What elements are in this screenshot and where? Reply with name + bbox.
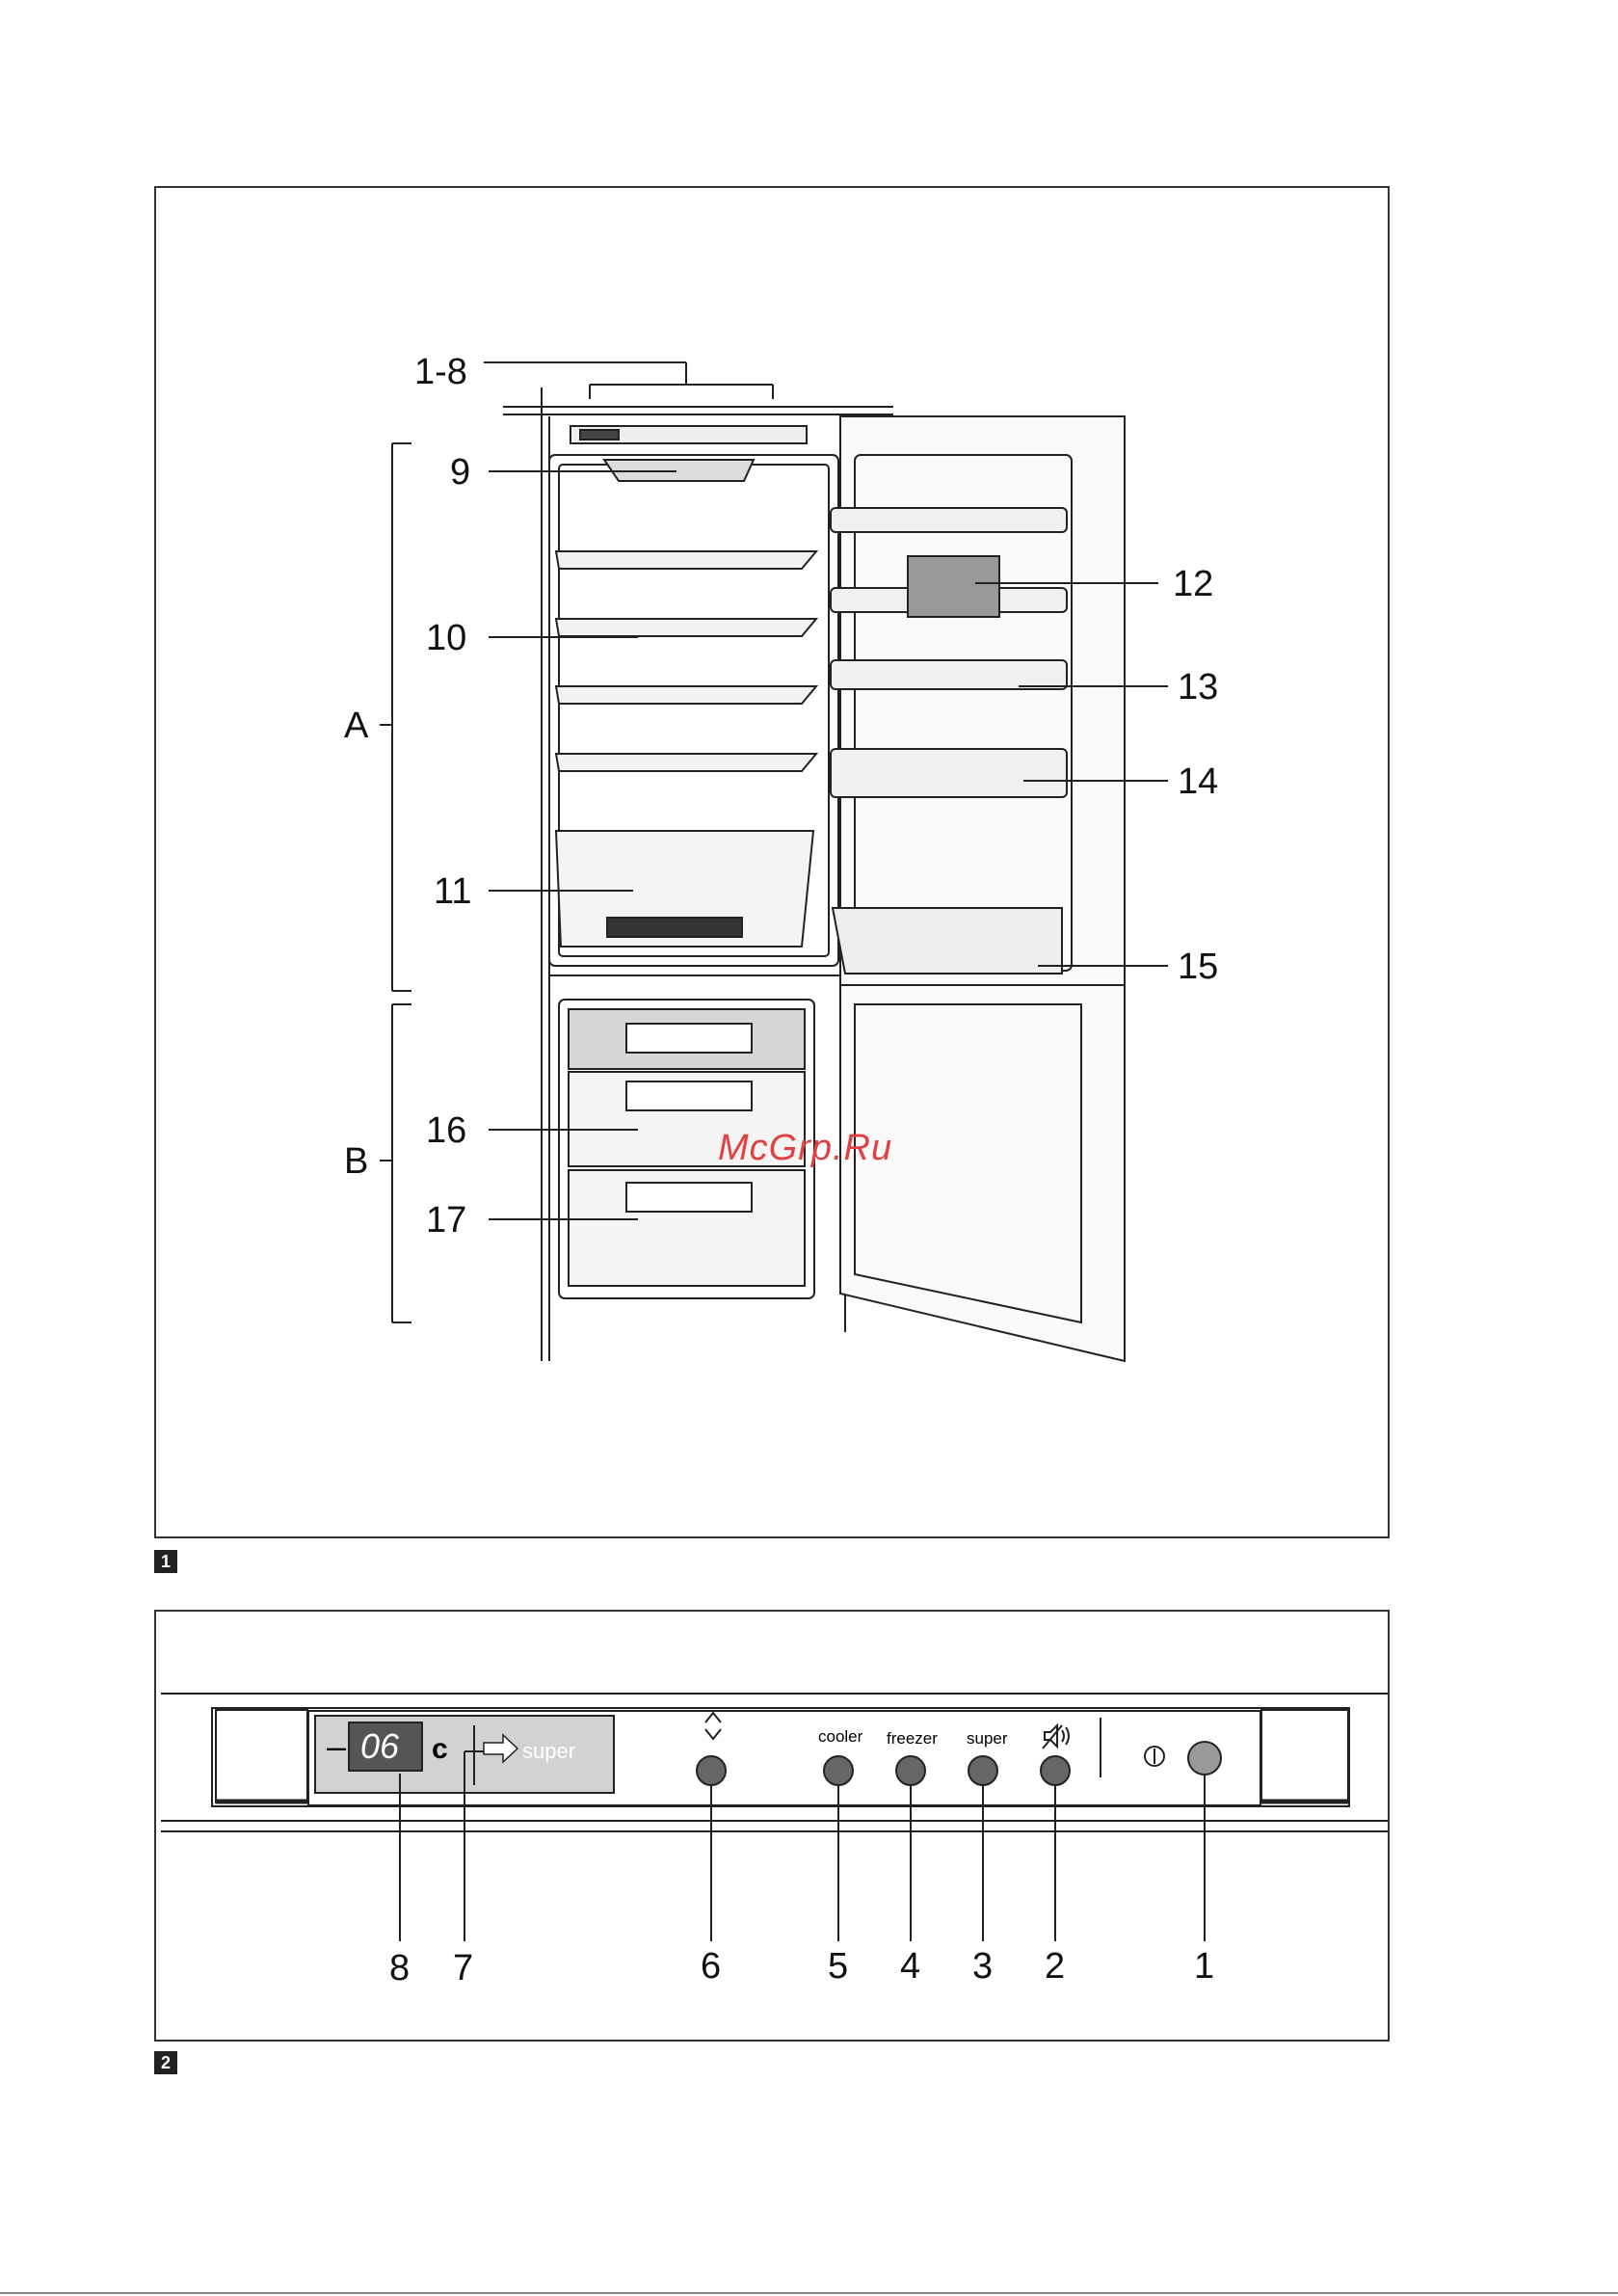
fridge-diagram: 1-8 9 10 11 12 13 14 15 16 17 A B bbox=[156, 188, 1388, 1536]
callout-17: 17 bbox=[426, 1200, 466, 1241]
display-unit: c bbox=[432, 1733, 448, 1765]
display-super-label: super bbox=[522, 1739, 575, 1763]
callout-6: 6 bbox=[701, 1946, 721, 1987]
section-B-label: B bbox=[344, 1141, 368, 1182]
callout-9: 9 bbox=[450, 452, 470, 493]
callout-1-8: 1-8 bbox=[414, 352, 467, 392]
callout-8: 8 bbox=[389, 1948, 410, 1989]
figure-1-number: 1 bbox=[154, 1550, 177, 1573]
callout-16: 16 bbox=[426, 1110, 466, 1151]
cooler-label: cooler bbox=[818, 1727, 863, 1746]
callout-1: 1 bbox=[1194, 1946, 1214, 1987]
callout-7: 7 bbox=[453, 1948, 473, 1989]
callout-3: 3 bbox=[972, 1946, 993, 1987]
callout-12: 12 bbox=[1173, 564, 1213, 604]
figure-2-number: 2 bbox=[154, 2051, 177, 2074]
callout-13: 13 bbox=[1178, 667, 1218, 707]
figure-2-frame: – 06 c super cooler freezer super bbox=[154, 1610, 1390, 2042]
callout-4: 4 bbox=[900, 1946, 920, 1987]
super-label: super bbox=[967, 1729, 1008, 1748]
super-button[interactable] bbox=[968, 1756, 997, 1785]
section-A-label: A bbox=[344, 706, 369, 746]
power-button[interactable] bbox=[1188, 1742, 1221, 1775]
callout-5: 5 bbox=[828, 1946, 848, 1987]
callout-10: 10 bbox=[426, 618, 466, 658]
temp-adjust-button[interactable] bbox=[697, 1756, 726, 1785]
page-bottom-rule bbox=[0, 2292, 1618, 2294]
callout-2: 2 bbox=[1045, 1946, 1065, 1987]
freezer-button[interactable] bbox=[896, 1756, 925, 1785]
freezer-label: freezer bbox=[887, 1729, 938, 1748]
figure-1-frame: 1-8 9 10 11 12 13 14 15 16 17 A B bbox=[154, 186, 1390, 1538]
callout-14: 14 bbox=[1178, 761, 1218, 802]
callout-15: 15 bbox=[1178, 947, 1218, 987]
alarm-mute-icon bbox=[1043, 1725, 1069, 1749]
callout-11: 11 bbox=[434, 871, 471, 912]
display-temperature: 06 bbox=[360, 1726, 400, 1766]
watermark: McGrp.Ru bbox=[718, 1128, 892, 1169]
up-down-arrow-icon bbox=[705, 1713, 721, 1739]
display-minus: – bbox=[327, 1726, 346, 1766]
alarm-off-button[interactable] bbox=[1041, 1756, 1070, 1785]
control-panel-diagram: – 06 c super cooler freezer super bbox=[156, 1612, 1388, 2040]
cooler-button[interactable] bbox=[824, 1756, 853, 1785]
power-icon bbox=[1145, 1747, 1164, 1766]
